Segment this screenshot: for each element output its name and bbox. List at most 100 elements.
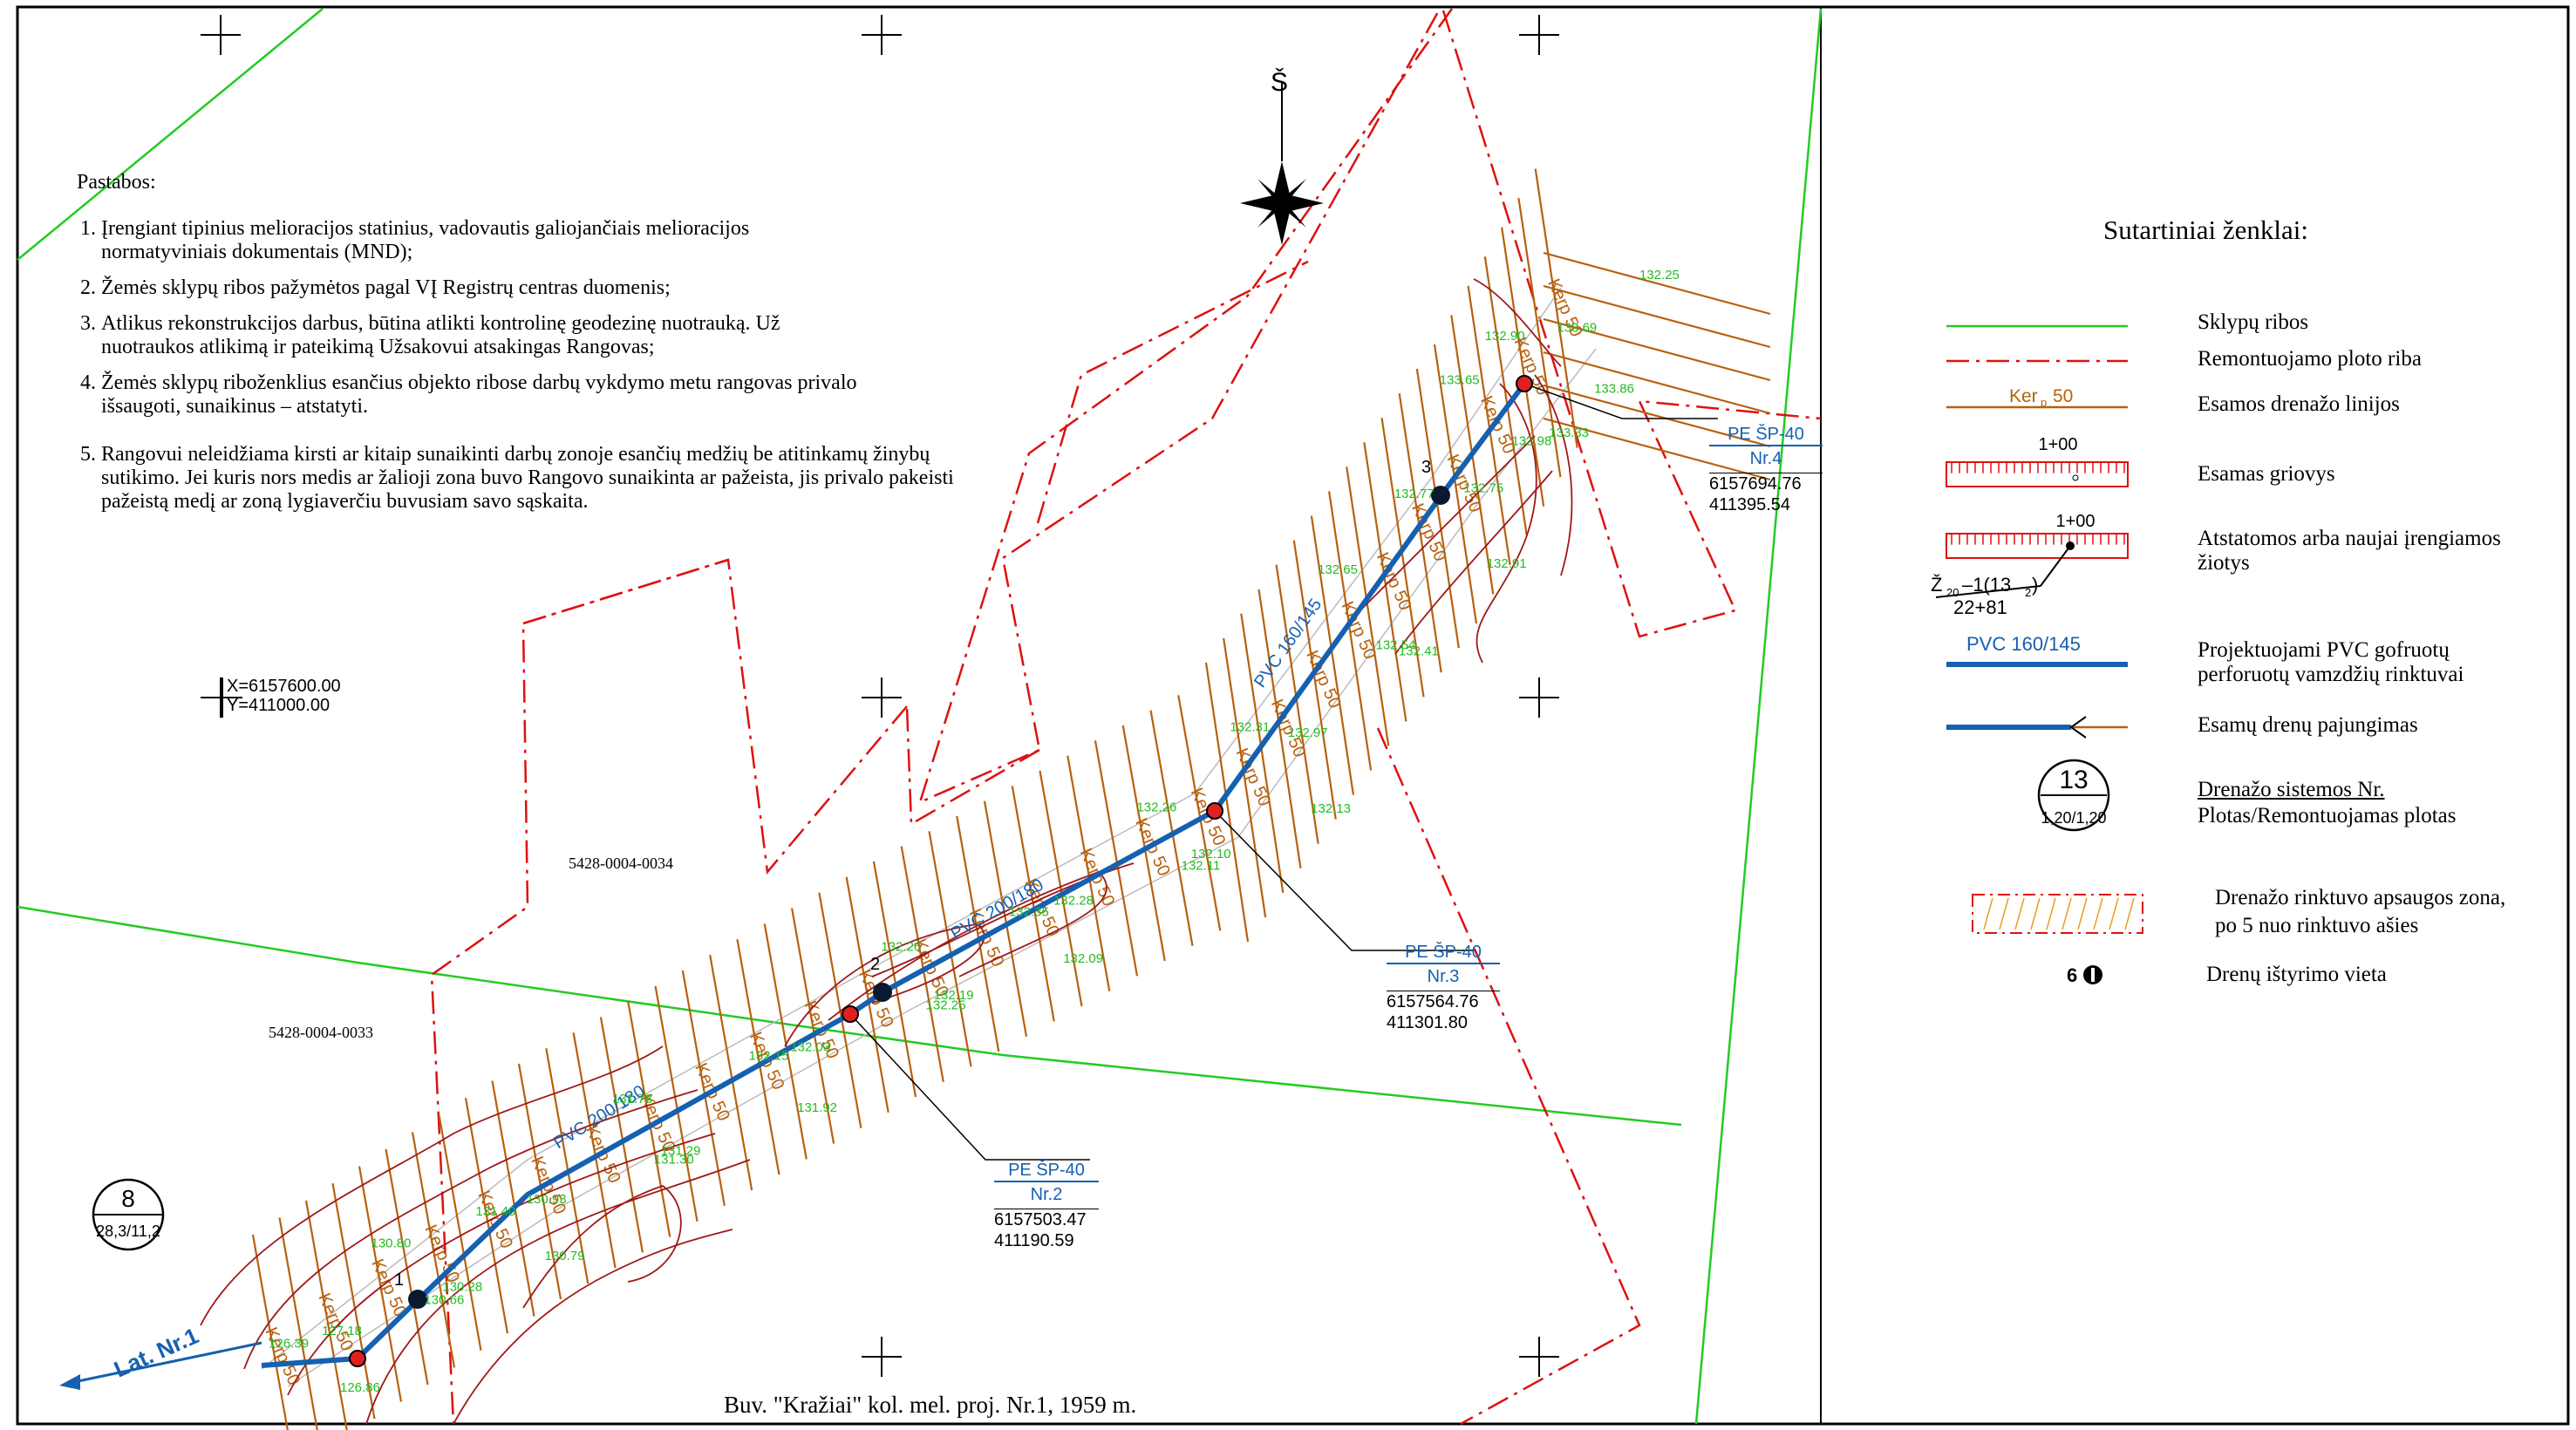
drain-line — [900, 846, 944, 1082]
note-text: Žemės sklypų ribos pažymėtos pagal VĮ Re… — [101, 276, 671, 299]
note-item: 1. Įrengiant tipinius melioracijos stati… — [77, 217, 1036, 264]
legend-heading: Sutartiniai ženklai: — [2103, 214, 2309, 245]
elevation-label: 130.79 — [545, 1249, 585, 1263]
elevation-label: 130.80 — [371, 1236, 412, 1250]
well-label: PE ŠP-40 Nr.3 6157564.76 411301.80 — [1387, 942, 1500, 1033]
wells — [349, 375, 1533, 1367]
elevation-label: 131.78 — [612, 1092, 652, 1107]
drain-line — [572, 1032, 617, 1269]
well-x: 6157564.76 — [1387, 991, 1500, 1012]
well-label: PE ŠP-40 Nr.2 6157503.47 411190.59 — [994, 1160, 1099, 1251]
drain-line — [790, 908, 835, 1144]
elevation-label: 133.33 — [1549, 426, 1589, 440]
drain-line — [1483, 256, 1528, 536]
note-item: 2. Žemės sklypų ribos pažymėtos pagal VĮ… — [77, 276, 1036, 300]
elevation-label: 126.86 — [340, 1380, 380, 1395]
drain-line — [1094, 740, 1139, 977]
drain-line — [1543, 384, 1771, 448]
well-y: 411395.54 — [1709, 495, 1791, 514]
note-text: Atlikus rekonstrukcijos darbus, būtina a… — [101, 312, 780, 358]
survey-point-icon — [2083, 965, 2102, 984]
system-badge-bottom: 28,3/11,2 — [96, 1222, 160, 1240]
drain-line — [1467, 285, 1511, 566]
legend-label: Esamų drenų pajungimas — [2198, 713, 2418, 737]
survey-point-label: 1 — [394, 1270, 404, 1290]
elevation-label: 133.69 — [1557, 320, 1597, 335]
drain-line — [1223, 637, 1267, 918]
drain-line — [627, 1001, 671, 1237]
legend-label: Esamas griovys — [2198, 462, 2335, 486]
elevation-label: 132.77 — [1394, 487, 1435, 501]
drain-line — [845, 876, 889, 1113]
elevation-label: 131.29 — [661, 1143, 701, 1158]
drain-line — [1543, 417, 1771, 481]
legend-label: Projektuojami PVC gofruotų perforuotų va… — [2198, 638, 2464, 686]
elevation-label: 133.65 — [1440, 373, 1480, 388]
note-text: Rangovui neleidžiama kirsti ar kitaip su… — [101, 443, 954, 513]
drain-line — [1534, 168, 1578, 448]
drain-line — [1067, 755, 1111, 991]
notes-title: Pastabos: — [77, 171, 156, 194]
drain-line — [599, 1017, 644, 1253]
drain-line — [983, 800, 1028, 1037]
legend-drain-sample: Ker — [2009, 386, 2038, 406]
survey-point-numbers: 1 2 3 — [394, 458, 1431, 1290]
drain-line — [331, 1183, 376, 1420]
survey-point-label: 2 — [870, 955, 880, 974]
legend-label: Drenažo rinktuvo apsaugos zona, — [2215, 886, 2506, 909]
drain-line — [1543, 284, 1771, 349]
legend-outlet-formula: Ž — [1931, 574, 1942, 596]
north-arrow-icon — [1240, 81, 1324, 245]
drain-line — [1543, 317, 1771, 382]
elevation-label: 132.15 — [749, 1049, 789, 1064]
legend-label: Drenažo sistemos Nr. — [2198, 778, 2385, 801]
elevation-label: 133.86 — [1594, 381, 1634, 396]
drain-line — [304, 1200, 348, 1430]
legend-system-top: 13 — [2059, 766, 2088, 794]
drawing-frame — [16, 5, 2570, 1426]
origin-coordinate: X=6157600.00 Y=411000.00 — [227, 677, 341, 715]
drain-line — [736, 939, 780, 1175]
legend-sample-text: Ker p 50 1+00 1+00 Ž 20 –1(13 2 ) 22+81 … — [1931, 386, 2107, 986]
drain-line — [385, 1148, 429, 1386]
legend-outlet-formula-sub2: 2 — [2025, 586, 2031, 599]
drain-line — [1039, 770, 1083, 1007]
drain-line — [763, 923, 808, 1160]
note-item: 3. Atlikus rekonstrukcijos darbus, būtin… — [77, 312, 1036, 359]
drain-line — [1501, 227, 1545, 507]
elevation-label: 132.26 — [881, 940, 921, 955]
drain-line — [1415, 368, 1460, 649]
well-name: PE ŠP-40 — [1405, 943, 1482, 962]
legend-label-2: Plotas/Remontuojamas plotas — [2198, 804, 2457, 827]
note-text: Įrengiant tipinius melioracijos statiniu… — [101, 217, 750, 263]
repair-area-boundary — [430, 8, 1822, 1426]
legend-outlet-chainage-2: 22+81 — [1953, 596, 2007, 618]
legend-symbol-ditch — [1946, 461, 2129, 487]
drain-line — [681, 970, 726, 1207]
well-number: Nr.2 — [994, 1181, 1099, 1205]
well-y: 411190.59 — [994, 1231, 1074, 1250]
elevation-label: 132.75 — [1463, 480, 1503, 495]
elevation-label: 130.28 — [442, 1280, 482, 1295]
elevation-label: 132.11 — [1182, 858, 1221, 873]
drain-line — [438, 1114, 482, 1351]
drain-line — [1433, 344, 1478, 624]
well-number: Nr.3 — [1387, 963, 1500, 987]
legend-label-2: po 5 nuo rinktuvo ašies — [2215, 914, 2419, 937]
well-name: PE ŠP-40 — [1728, 425, 1804, 444]
origin-cross — [202, 678, 242, 718]
legend-symbols — [1935, 324, 2143, 984]
well-label: PE ŠP-40 Nr.4 6157694.76 411395.54 — [1709, 424, 1823, 515]
legend-symbol-connection — [1946, 716, 2128, 739]
lateral-arrow-icon — [59, 1341, 262, 1390]
elevation-label: 132.65 — [1318, 562, 1358, 577]
elevation-label: 132.90 — [1485, 329, 1525, 344]
elevation-label: 132.98 — [1511, 434, 1551, 449]
drain-line — [1327, 491, 1373, 771]
survey-point-label: 3 — [1421, 458, 1431, 477]
origin-y: Y=411000.00 — [227, 696, 331, 715]
elevation-label: 131.92 — [797, 1100, 837, 1115]
note-number: 1. — [80, 217, 96, 240]
note-item: 5. Rangovui neleidžiama kirsti ar kitaip… — [77, 443, 1036, 514]
drain-line — [1177, 695, 1222, 931]
